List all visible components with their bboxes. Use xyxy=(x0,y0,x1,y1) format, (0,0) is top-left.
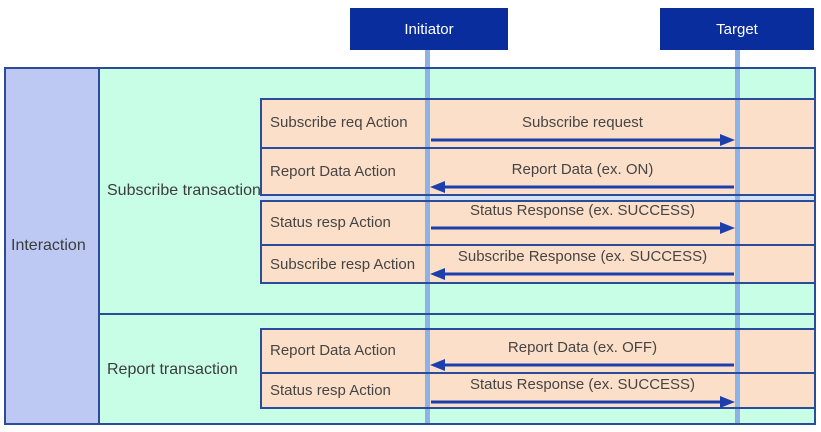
message-status-response-1: Status Response (ex. SUCCESS) xyxy=(430,201,735,236)
arrow-icon xyxy=(430,359,734,371)
subscribe-transaction-label: Subscribe transaction xyxy=(107,181,261,199)
actor-box-initiator: Initiator xyxy=(350,8,508,50)
action-label: Status resp Action xyxy=(270,382,391,399)
action-label: Subscribe req Action xyxy=(270,114,408,131)
interaction-box: Interaction xyxy=(4,67,100,425)
arrow-icon xyxy=(430,181,734,193)
message-label: Report Data (ex. OFF) xyxy=(507,339,658,356)
message-label: Subscribe Response (ex. SUCCESS) xyxy=(457,248,708,265)
group-gap-strip xyxy=(260,196,816,200)
message-report-data-on: Report Data (ex. ON) xyxy=(430,160,735,195)
message-label: Report Data (ex. ON) xyxy=(511,161,654,178)
action-label: Subscribe resp Action xyxy=(270,255,416,273)
action-label: Status resp Action xyxy=(270,213,391,231)
action-label: Report Data Action xyxy=(270,341,396,359)
target-lifeline xyxy=(735,50,740,425)
message-report-data-off: Report Data (ex. OFF) xyxy=(430,338,735,373)
initiator-lifeline xyxy=(425,50,430,425)
action-row: Subscribe req Action xyxy=(260,98,816,147)
message-label: Status Response (ex. SUCCESS) xyxy=(469,202,696,219)
action-group-report: Report Data Action Status resp Action xyxy=(260,328,816,409)
action-group-subscribe-response: Status resp Action Subscribe resp Action xyxy=(260,200,816,284)
arrow-icon xyxy=(431,396,735,408)
action-row: Status resp Action xyxy=(260,372,816,409)
action-row: Subscribe resp Action xyxy=(260,244,816,284)
actor-box-target: Target xyxy=(660,8,814,50)
arrow-icon xyxy=(430,268,734,280)
message-status-response-2: Status Response (ex. SUCCESS) xyxy=(430,375,735,410)
arrow-icon xyxy=(431,134,735,146)
message-subscribe-request: Subscribe request xyxy=(430,113,735,148)
message-label: Subscribe request xyxy=(522,114,643,131)
interaction-label: Interaction xyxy=(11,237,86,254)
message-subscribe-response: Subscribe Response (ex. SUCCESS) xyxy=(430,247,735,282)
report-transaction-label: Report transaction xyxy=(107,360,238,378)
action-row: Report Data Action xyxy=(260,328,816,372)
message-label: Status Response (ex. SUCCESS) xyxy=(469,376,696,393)
action-label: Report Data Action xyxy=(270,163,396,180)
transaction-divider-line xyxy=(100,313,816,315)
arrow-icon xyxy=(431,222,735,234)
action-row: Status resp Action xyxy=(260,200,816,244)
action-row: Report Data Action xyxy=(260,147,816,196)
